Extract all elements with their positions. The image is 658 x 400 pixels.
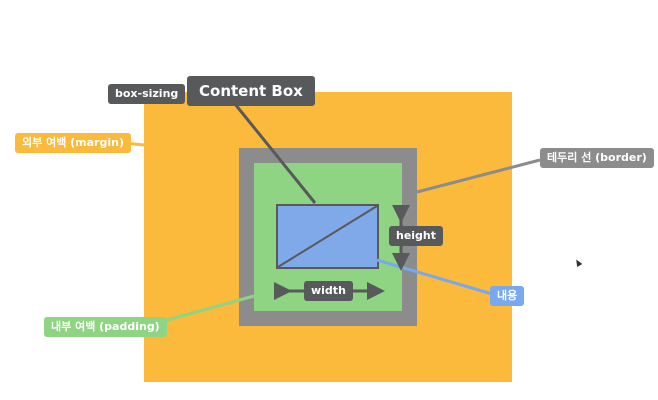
content-box-label: Content Box xyxy=(187,76,315,106)
padding-label: 내부 여백 (padding) xyxy=(44,317,167,337)
border-label: 테두리 선 (border) xyxy=(540,148,654,168)
margin-label: 외부 여백 (margin) xyxy=(15,133,131,153)
width-label: width xyxy=(304,281,353,301)
content-pointer xyxy=(376,258,493,296)
box-sizing-label: box-sizing xyxy=(108,84,186,104)
border-pointer xyxy=(416,158,541,194)
content-label: 내용 xyxy=(490,286,525,306)
content-diagonal xyxy=(277,205,378,268)
height-label: height xyxy=(389,226,444,246)
content-box-pointer xyxy=(233,103,317,204)
padding-pointer xyxy=(159,294,255,324)
